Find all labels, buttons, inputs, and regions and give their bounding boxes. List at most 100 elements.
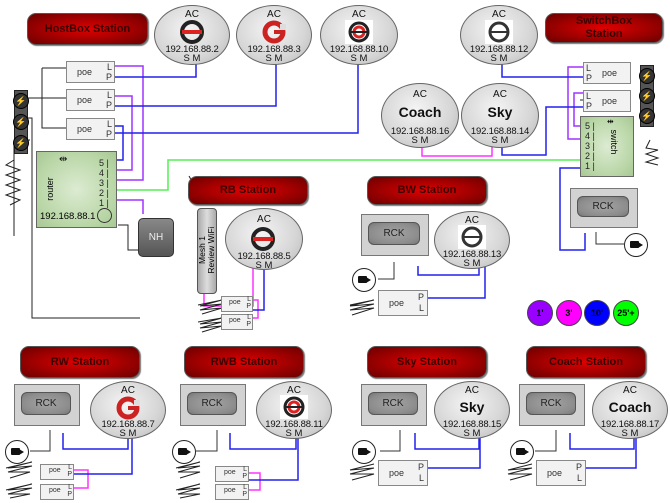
poe-label: poe (77, 95, 93, 105)
access-point-ac7[interactable]: AC 192.168.88.7 S M (90, 381, 166, 439)
rck-device[interactable]: RCK (14, 384, 80, 426)
access-point-ac2[interactable]: AC 192.168.88.2 S M (154, 5, 230, 65)
station-title: RW Station (50, 355, 110, 368)
poe-label: poe (77, 124, 93, 134)
router-port-3[interactable]: 3 | (99, 178, 109, 188)
legend-label: 1' (536, 308, 544, 318)
camera-icon[interactable] (510, 440, 534, 464)
poe-injector[interactable]: poe P L (378, 290, 428, 316)
router-port-2[interactable]: 2 | (99, 188, 109, 198)
legend-1ft: 1' (527, 300, 553, 326)
camera-icon[interactable] (352, 268, 376, 292)
access-point-ac15[interactable]: AC Sky 192.168.88.15 S M (434, 381, 510, 439)
poe-lan-port: L (243, 484, 247, 491)
poe-label: poe (224, 487, 236, 494)
g-logo-icon (485, 20, 513, 44)
mesh-wifi-device[interactable]: Mesh 1 Review WiFi (197, 208, 217, 294)
ac-ports: S M (350, 53, 368, 64)
power-strip: ⚡ ⚡ ⚡ (13, 90, 29, 154)
router-port-4[interactable]: 4 | (99, 168, 109, 178)
outlet-icon: ⚡ (13, 93, 29, 109)
camera-icon[interactable] (624, 233, 648, 257)
switch-port-4[interactable]: 4 | (585, 131, 595, 141)
poe-power-port: P (586, 73, 593, 83)
nh-device[interactable]: NH (138, 218, 174, 257)
station-title: RWB Station (210, 355, 278, 368)
access-point-ac3[interactable]: AC 192.168.88.3 S M (236, 5, 312, 65)
poe-injector[interactable]: poe L P (40, 484, 74, 500)
switch-port-1[interactable]: 1 | (585, 161, 595, 171)
rb-station-banner: RB Station (188, 176, 308, 205)
port-number: 4 (585, 131, 591, 141)
camera-icon[interactable] (352, 440, 376, 464)
access-point-ac11[interactable]: AC 192.168.88.11 S M (256, 381, 332, 439)
power-jack-icon (97, 208, 112, 223)
poe-injector[interactable]: L P poe (583, 90, 631, 112)
rck-device[interactable]: RCK (570, 188, 638, 228)
poe-injector[interactable]: poe L P (66, 61, 115, 83)
poe-injector[interactable]: poe L P (215, 484, 249, 500)
rck-device[interactable]: RCK (361, 384, 427, 426)
poe-injector[interactable]: poe L P (40, 464, 74, 480)
ac-label: AC (267, 9, 281, 20)
poe-injector[interactable]: poe P L (536, 460, 586, 486)
router-port-5[interactable]: 5 | (99, 158, 109, 168)
poe-injector[interactable]: poe L P (215, 466, 249, 482)
outlet-icon: ⚡ (13, 135, 29, 151)
port-number: 4 (99, 168, 105, 178)
rck-device[interactable]: RCK (519, 384, 585, 426)
poe-label: poe (229, 299, 241, 306)
rck-device[interactable]: RCK (180, 384, 246, 426)
switch-port-2[interactable]: 2 | (585, 151, 595, 161)
ac-ip: 192.168.88.14 (470, 126, 530, 137)
router-port-1[interactable]: 1 | (99, 198, 109, 208)
poe-lan-port: L (68, 484, 72, 491)
rck-device[interactable]: RCK (361, 214, 429, 256)
ac-ports: S M (285, 428, 303, 439)
poe-injector[interactable]: poe P L (378, 460, 428, 486)
switch-port-3[interactable]: 3 | (585, 141, 595, 151)
poe-injector[interactable]: L P poe (583, 62, 631, 84)
network-switch[interactable]: ⇹ switch 5 | 4 | 3 | 2 | 1 | (580, 116, 634, 177)
power-strip: ⚡ ⚡ ⚡ (639, 65, 655, 127)
poe-injector[interactable]: poe L P (221, 296, 253, 312)
access-point-ac16[interactable]: AC Coach 192.168.88.16 S M (381, 83, 459, 148)
access-point-ac12[interactable]: AC 192.168.88.12 S M (460, 5, 538, 65)
ac-ports: S M (490, 53, 508, 64)
port-number: 2 (99, 188, 105, 198)
camera-icon[interactable] (172, 440, 196, 464)
g-logo-icon (262, 20, 286, 44)
poe-injector[interactable]: poe L P (221, 314, 253, 330)
poe-lan-port: L (68, 464, 72, 471)
switch-label: switch (609, 129, 619, 155)
legend-10ft: 10' (584, 300, 610, 326)
access-point-ac10[interactable]: AC 192.168.88.10 S M (320, 5, 398, 65)
port-number: 3 (99, 178, 105, 188)
access-point-ac13[interactable]: AC 192.168.88.13 S M (434, 211, 510, 269)
camera-icon[interactable] (5, 440, 29, 464)
poe-injector[interactable]: poe L P (66, 89, 115, 111)
poe-lan-port: L (247, 296, 251, 303)
switch-port-5[interactable]: 5 | (585, 121, 595, 131)
poe-label: poe (224, 469, 236, 476)
poe-label: poe (389, 468, 405, 478)
station-title: HostBox Station (44, 22, 131, 35)
ac-name: Sky (487, 104, 513, 120)
outlet-icon: ⚡ (639, 88, 655, 104)
poe-label: poe (389, 298, 405, 308)
access-point-ac5[interactable]: AC 192.168.88.5 S M (225, 208, 303, 271)
router[interactable]: ⇹ router 5 | 4 | 3 | 2 | 1 | 192.168.88.… (36, 151, 117, 228)
ac-name: Coach (398, 104, 442, 120)
access-point-ac17[interactable]: AC Coach 192.168.88.17 S M (592, 381, 668, 439)
access-point-ac14[interactable]: AC Sky 192.168.88.14 S M (461, 83, 539, 148)
poe-injector[interactable]: poe L P (66, 118, 115, 140)
plug-icon (5, 218, 11, 230)
purple-cables (112, 65, 584, 214)
ac-ports: S M (491, 135, 509, 146)
poe-label: poe (77, 67, 93, 77)
poe-lan-port: L (586, 63, 592, 73)
ac-ip: 192.168.88.2 (165, 44, 219, 55)
ac-label: AC (121, 385, 135, 396)
ac-ports: S M (463, 258, 481, 269)
